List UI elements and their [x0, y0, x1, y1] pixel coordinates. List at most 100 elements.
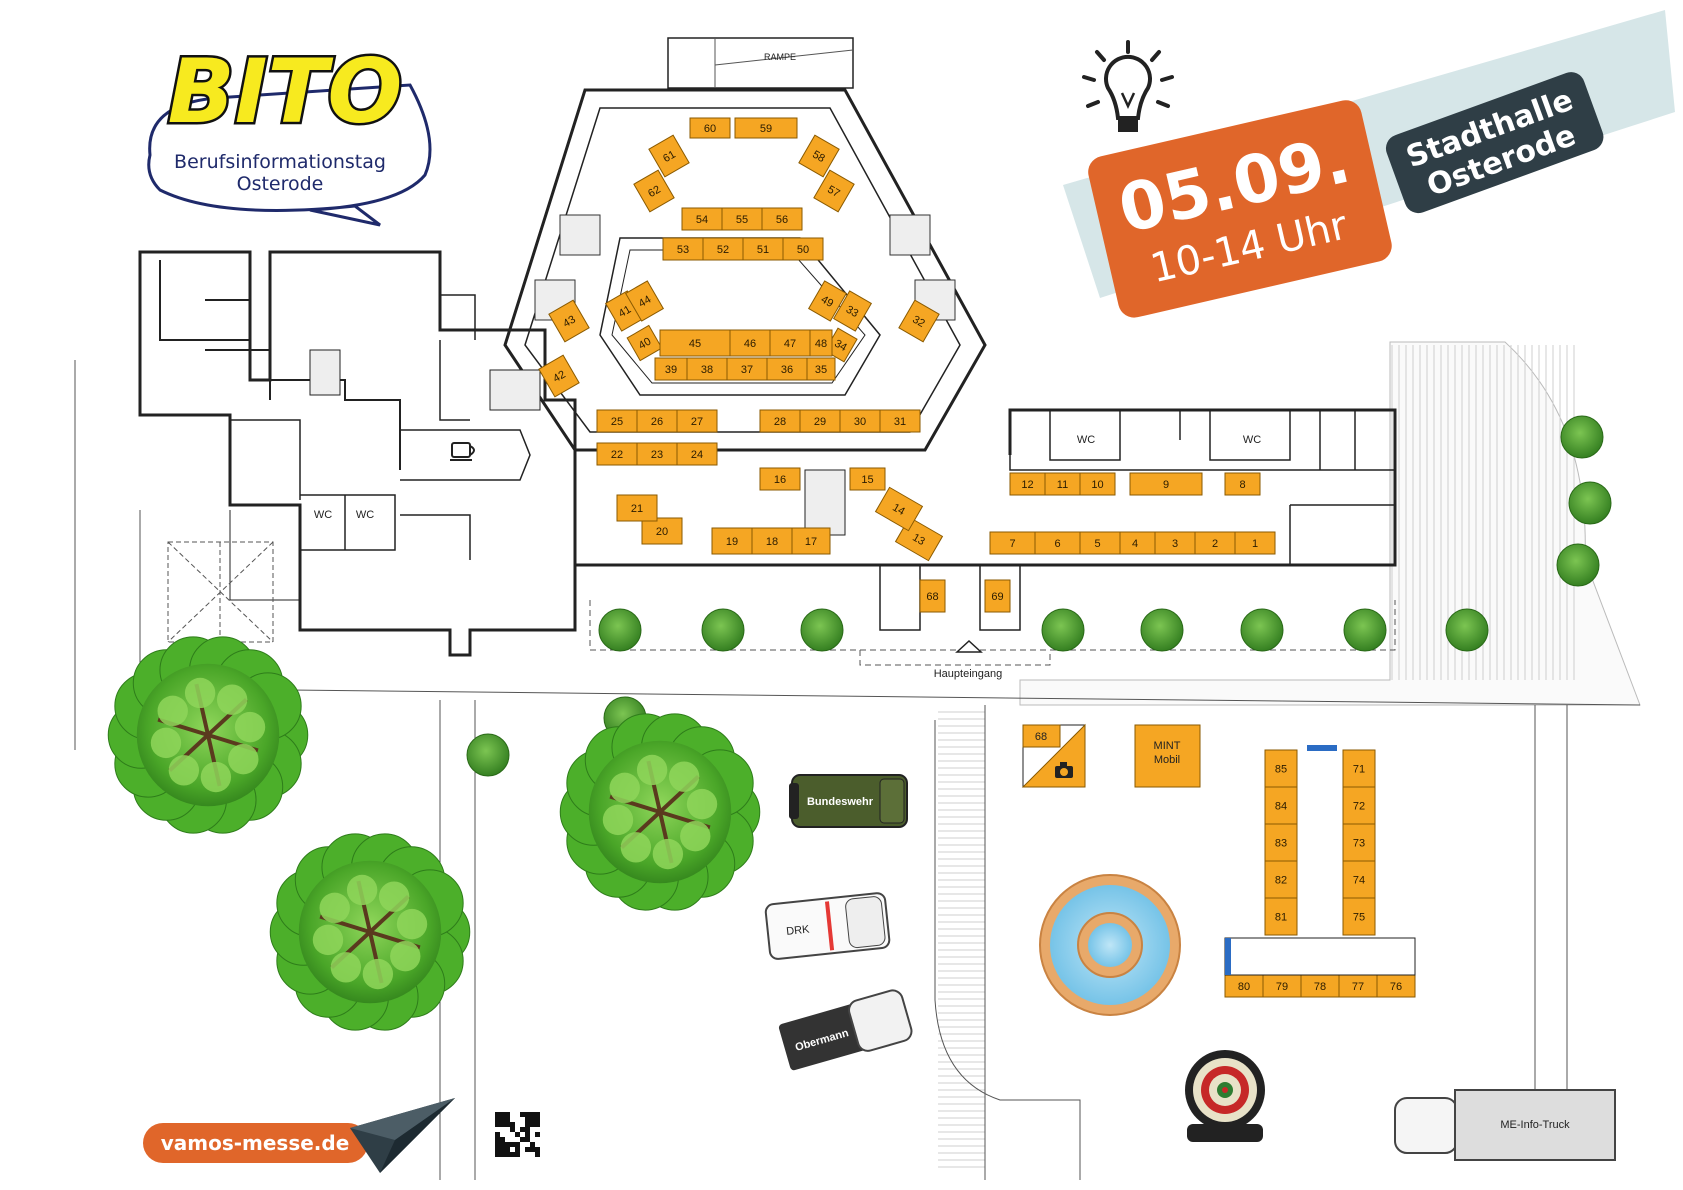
booth-54[interactable]: 54	[681, 207, 723, 231]
website-badge[interactable]: vamos-messe.de	[143, 1123, 368, 1163]
booth-39[interactable]: 39	[654, 357, 688, 381]
booth-33[interactable]: 33	[832, 290, 873, 332]
booth-48[interactable]: 48	[809, 329, 833, 357]
booth-81[interactable]: 81	[1264, 897, 1298, 936]
event-banner: 05.09. 10-14 Uhr Stadthalle Osterode	[1063, 10, 1675, 318]
booth-59[interactable]: 59	[734, 117, 798, 139]
booth-45[interactable]: 45	[659, 329, 731, 357]
booth-5[interactable]: 5	[1074, 531, 1121, 555]
booth-68[interactable]: 68	[919, 579, 946, 613]
booth-56[interactable]: 56	[761, 207, 803, 231]
booth-51[interactable]: 51	[742, 237, 784, 261]
qr-code-icon[interactable]	[495, 1112, 540, 1157]
booth-61[interactable]: 61	[648, 134, 690, 178]
booth-16[interactable]: 16	[759, 467, 801, 491]
booth-26[interactable]: 26	[636, 409, 678, 433]
booth-11[interactable]: 11	[1044, 472, 1081, 496]
booth-42[interactable]: 42	[538, 354, 580, 398]
booth-number: 44	[637, 294, 654, 311]
booth-20[interactable]: 20	[641, 517, 683, 545]
booth-21[interactable]: 21	[616, 494, 658, 522]
booth-44[interactable]: 44	[624, 280, 665, 322]
booth-9[interactable]: 9	[1129, 472, 1203, 496]
booth-6[interactable]: 6	[1034, 531, 1081, 555]
photo-booth[interactable]: 68	[1021, 723, 1086, 788]
booth-69[interactable]: 69	[984, 579, 1011, 613]
booth-number: 12	[1021, 479, 1033, 491]
obermann-truck[interactable]: Obermann	[777, 988, 913, 1073]
booth-number: 32	[910, 314, 927, 331]
booth-78[interactable]: 78	[1300, 974, 1340, 998]
booth-49[interactable]: 49	[807, 280, 848, 322]
booth-37[interactable]: 37	[726, 357, 768, 381]
booth-74[interactable]: 74	[1342, 860, 1376, 899]
booth-23[interactable]: 23	[636, 442, 678, 466]
booth-30[interactable]: 30	[839, 409, 881, 433]
mint-mobil-booth[interactable]: MINT Mobil	[1134, 724, 1201, 788]
booth-80[interactable]: 80	[1224, 974, 1264, 998]
booth-73[interactable]: 73	[1342, 823, 1376, 862]
booth-18[interactable]: 18	[751, 527, 793, 555]
booth-79[interactable]: 79	[1262, 974, 1302, 998]
booth-31[interactable]: 31	[879, 409, 921, 433]
bundeswehr-vehicle[interactable]: Bundeswehr	[789, 774, 908, 828]
tree	[107, 636, 309, 834]
booth-27[interactable]: 27	[676, 409, 718, 433]
booth-3[interactable]: 3	[1154, 531, 1196, 555]
booth-41[interactable]: 41	[604, 290, 645, 332]
booth-84[interactable]: 84	[1264, 786, 1298, 825]
booth-85[interactable]: 85	[1264, 749, 1298, 788]
booth-4[interactable]: 4	[1114, 531, 1156, 555]
booth-55[interactable]: 55	[721, 207, 763, 231]
booth-22[interactable]: 22	[596, 442, 638, 466]
booth-77[interactable]: 77	[1338, 974, 1378, 998]
booth-57[interactable]: 57	[813, 169, 855, 213]
booth-52[interactable]: 52	[702, 237, 744, 261]
dartboard-icon[interactable]	[1185, 1050, 1265, 1142]
booth-50[interactable]: 50	[782, 237, 824, 261]
booth-58[interactable]: 58	[798, 134, 840, 178]
booth-53[interactable]: 53	[662, 237, 704, 261]
booth-72[interactable]: 72	[1342, 786, 1376, 825]
booth-number: 76	[1390, 981, 1402, 993]
bush	[1240, 608, 1284, 652]
mint-label-2: Mobil	[1154, 754, 1180, 766]
booth-47[interactable]: 47	[769, 329, 811, 357]
booth-number: 33	[844, 304, 861, 321]
me-info-truck[interactable]: ME-Info-Truck	[1394, 705, 1616, 1161]
booth-1[interactable]: 1	[1234, 531, 1276, 555]
booth-43[interactable]: 43	[548, 299, 590, 343]
booth-28[interactable]: 28	[759, 409, 801, 433]
booth-38[interactable]: 38	[686, 357, 728, 381]
drk-vehicle[interactable]: DRK	[764, 892, 891, 960]
fountain	[1039, 874, 1181, 1016]
booth-24[interactable]: 24	[676, 442, 718, 466]
booth-15[interactable]: 15	[849, 467, 886, 491]
booth-34[interactable]: 34	[824, 327, 858, 363]
booth-17[interactable]: 17	[791, 527, 831, 555]
booth-62[interactable]: 62	[633, 169, 675, 213]
booth-number: 61	[661, 149, 678, 166]
booth-46[interactable]: 46	[729, 329, 771, 357]
booth-8[interactable]: 8	[1224, 472, 1261, 496]
booth-19[interactable]: 19	[711, 527, 753, 555]
booth-60[interactable]: 60	[689, 117, 731, 139]
booth-25[interactable]: 25	[596, 409, 638, 433]
booth-32[interactable]: 32	[898, 299, 940, 343]
booth-71[interactable]: 71	[1342, 749, 1376, 788]
booth-29[interactable]: 29	[799, 409, 841, 433]
booth-75[interactable]: 75	[1342, 897, 1376, 936]
booth-10[interactable]: 10	[1079, 472, 1116, 496]
booth-number: 82	[1275, 874, 1287, 886]
booth-83[interactable]: 83	[1264, 823, 1298, 862]
booth-82[interactable]: 82	[1264, 860, 1298, 899]
booth-14[interactable]: 14	[874, 486, 924, 532]
booth-12[interactable]: 12	[1009, 472, 1046, 496]
booth-2[interactable]: 2	[1194, 531, 1236, 555]
booth-40[interactable]: 40	[626, 324, 663, 362]
booth-76[interactable]: 76	[1376, 974, 1416, 998]
booth-36[interactable]: 36	[766, 357, 808, 381]
booth-35[interactable]: 35	[806, 357, 836, 381]
booth-7[interactable]: 7	[989, 531, 1036, 555]
logo-subtitle-2: Osterode	[237, 173, 324, 195]
